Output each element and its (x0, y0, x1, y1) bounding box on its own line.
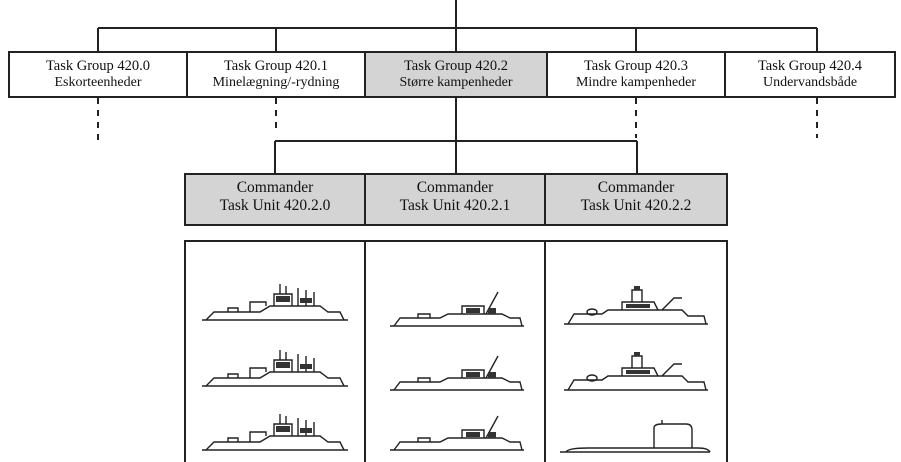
torpedo-boat-icon (390, 291, 524, 327)
task-unit-name: Task Unit 420.2.2 (580, 196, 692, 214)
submarine-icon (560, 420, 711, 453)
task-group-subtitle: Minelægning/-rydning (212, 74, 340, 90)
task-unit-name: Task Unit 420.2.0 (219, 196, 331, 214)
task-group-subtitle: Undervandsbåde (762, 74, 858, 90)
frigate-icon (202, 414, 348, 451)
task-group-title: Task Group 420.4 (757, 58, 863, 74)
ship-panel-420-2-2 (544, 240, 728, 462)
frigate-icon (202, 284, 348, 321)
task-unit-role: Commander (236, 179, 314, 196)
task-unit-420-2-1: Commander Task Unit 420.2.1 (364, 173, 546, 226)
task-unit-420-2-2: Commander Task Unit 420.2.2 (544, 173, 728, 226)
task-group-420-3: Task Group 420.3 Mindre kampenheder (546, 51, 726, 98)
missile-boat-icon (564, 352, 708, 391)
task-group-subtitle: Eskorteenheder (54, 74, 142, 90)
task-unit-420-2-0: Commander Task Unit 420.2.0 (184, 173, 366, 226)
task-group-title: Task Group 420.2 (403, 58, 509, 74)
ship-panel-420-2-0 (184, 240, 366, 462)
task-unit-role: Commander (416, 179, 494, 196)
torpedo-boat-icon (390, 355, 524, 391)
frigate-icon (202, 350, 348, 387)
missile-boat-icon (564, 286, 708, 325)
task-group-title: Task Group 420.1 (223, 58, 329, 74)
torpedo-boat-icon (390, 415, 524, 451)
task-unit-name: Task Unit 420.2.1 (399, 196, 511, 214)
task-group-420-4: Task Group 420.4 Undervandsbåde (724, 51, 896, 98)
task-group-420-0: Task Group 420.0 Eskorteenheder (8, 51, 188, 98)
task-group-title: Task Group 420.0 (45, 58, 151, 74)
task-group-subtitle: Mindre kampenheder (575, 74, 697, 90)
task-group-420-2: Task Group 420.2 Større kampenheder (364, 51, 548, 98)
ship-panel-420-2-1 (364, 240, 546, 462)
task-group-420-1: Task Group 420.1 Minelægning/-rydning (186, 51, 366, 98)
task-group-subtitle: Større kampenheder (399, 74, 513, 90)
task-group-title: Task Group 420.3 (583, 58, 689, 74)
task-unit-role: Commander (597, 179, 675, 196)
